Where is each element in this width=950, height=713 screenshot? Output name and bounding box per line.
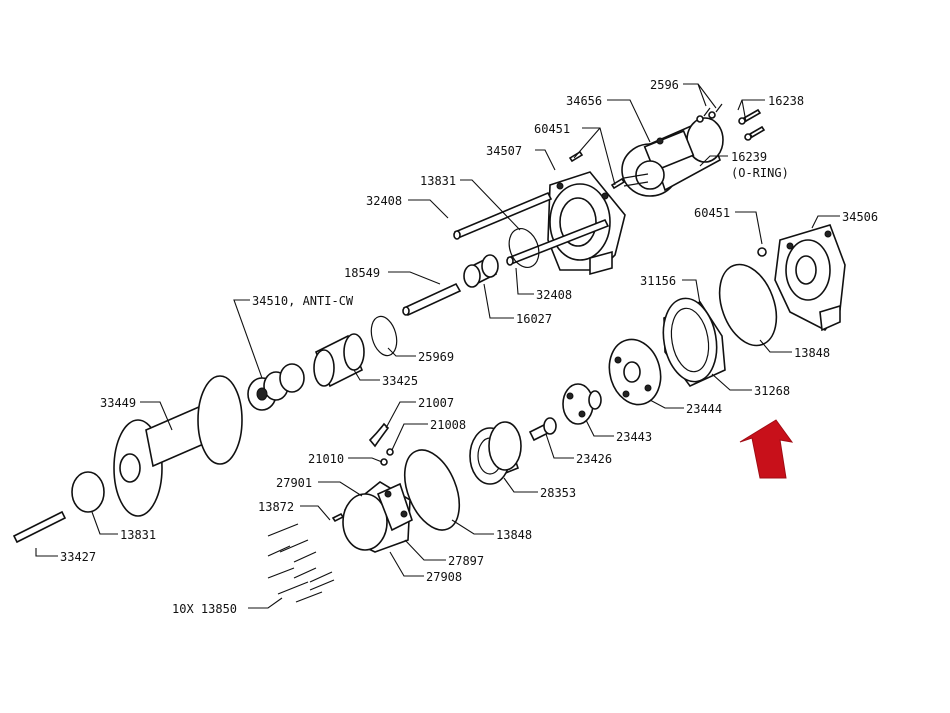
bushing-16027 — [463, 254, 499, 288]
label-23426: 23426 — [576, 452, 612, 466]
bolts-13850 — [267, 523, 335, 603]
bolts-2596 — [696, 103, 723, 123]
label-60451-upper: 60451 — [534, 122, 570, 136]
label-13850: 10X 13850 — [172, 602, 237, 616]
label-23444: 23444 — [686, 402, 722, 416]
label-25969: 25969 — [418, 350, 454, 364]
ring-13831-lower — [71, 471, 105, 513]
label-16027: 16027 — [516, 312, 552, 326]
leader-lines — [35, 83, 840, 609]
label-13831-upper: 13831 — [420, 174, 456, 188]
label-31268: 31268 — [754, 384, 790, 398]
label-33425: 33425 — [382, 374, 418, 388]
drum-33449 — [113, 375, 243, 517]
label-21010: 21010 — [308, 452, 344, 466]
end-cap-34506 — [774, 224, 846, 332]
carrier-23444 — [608, 338, 662, 406]
bearing-34510 — [247, 363, 305, 411]
label-21008: 21008 — [430, 418, 466, 432]
label-33427: 33427 — [60, 550, 96, 564]
label-34507: 34507 — [486, 144, 522, 158]
o-ring-13831-upper — [508, 228, 540, 268]
brake-28353 — [469, 421, 522, 485]
label-27897: 27897 — [448, 554, 484, 568]
highlight-arrow-icon — [739, 419, 794, 479]
tie-rod-32408-lower — [506, 218, 610, 266]
label-13848-lower: 13848 — [496, 528, 532, 542]
label-18549: 18549 — [344, 266, 380, 280]
label-33449: 33449 — [100, 396, 136, 410]
label-34506: 34506 — [842, 210, 878, 224]
label-34656: 34656 — [566, 94, 602, 108]
gear-set-23443 — [562, 383, 602, 425]
sleeve-33425 — [313, 333, 365, 388]
label-13848-right: 13848 — [794, 346, 830, 360]
pin-33427 — [12, 510, 67, 544]
gearbox-27901 — [342, 481, 413, 553]
screw-13872 — [331, 512, 345, 523]
shaft-18549 — [402, 282, 462, 317]
label-32408-lower: 32408 — [536, 288, 572, 302]
fitting-21007 — [368, 422, 390, 448]
screws-16238 — [738, 108, 766, 141]
sun-gear-23426 — [528, 417, 557, 442]
gasket-13848-right — [718, 263, 778, 347]
screws-60451-right — [757, 247, 767, 257]
label-28353: 28353 — [540, 486, 576, 500]
label-27908: 27908 — [426, 570, 462, 584]
label-60451-right: 60451 — [694, 206, 730, 220]
label-13831-lower: 13831 — [120, 528, 156, 542]
ring-gear-31156 — [662, 297, 726, 387]
label-32408-upper: 32408 — [366, 194, 402, 208]
label-34510: 34510, ANTI-CW — [252, 294, 354, 308]
label-13872: 13872 — [258, 500, 294, 514]
tie-rod-32408-upper — [453, 191, 553, 240]
label-31156: 31156 — [640, 274, 676, 288]
fitting-21008 — [386, 448, 394, 456]
label-27901: 27901 — [276, 476, 312, 490]
label-2596: 2596 — [650, 78, 679, 92]
label-16239: 16239 — [731, 150, 767, 164]
label-21007: 21007 — [418, 396, 454, 410]
snap-ring-25969 — [370, 315, 398, 357]
label-23443: 23443 — [616, 430, 652, 444]
part-labels: 2596 34656 16238 60451 34507 16239 (O-RI… — [60, 78, 878, 616]
motor-34656 — [621, 117, 724, 197]
label-16239-oring: (O-RING) — [731, 166, 789, 180]
label-16238: 16238 — [768, 94, 804, 108]
